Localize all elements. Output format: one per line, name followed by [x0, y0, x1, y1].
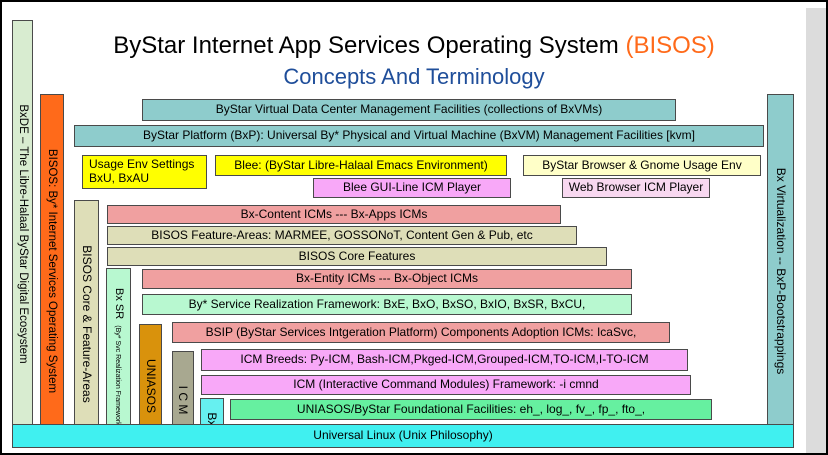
bx-virtualization-bar: Bx Virtualization -- BxP-Bootstrappings — [767, 94, 794, 448]
core-feature-areas-bar: BISOS Core & Feature-Areas — [74, 200, 99, 448]
bx-sr-title: Bx SR — [112, 287, 125, 320]
icm-framework-box: ICM (Interactive Command Modules) Framew… — [201, 375, 691, 395]
bisos-bar: BISOS: By* Internet Services Operating S… — [40, 94, 64, 448]
usage-env-line2: BxU, BxAU — [89, 171, 150, 185]
usage-env-line1: Usage Env Settings — [89, 157, 195, 172]
bx-entity-box: Bx-Entity ICMs --- Bx-Object ICMs — [142, 269, 632, 289]
title-main: ByStar Internet App Services Operating S… — [113, 32, 626, 59]
core-feature-areas-label: BISOS Core & Feature-Areas — [79, 245, 94, 403]
diagram-title: ByStar Internet App Services Operating S… — [2, 32, 826, 60]
page-shadow — [806, 8, 826, 453]
icm-breeds-box: ICM Breeds: Py-ICM, Bash-ICM,Pkged-ICM,G… — [201, 349, 688, 371]
blee-box: Blee: (ByStar Libre-Halaal Emacs Environ… — [215, 155, 507, 176]
bystar-platform-box: ByStar Platform (BxP): Universal By* Phy… — [74, 125, 764, 147]
web-browser-icm-box: Web Browser ICM Player — [562, 178, 710, 198]
uniasos-facilities-box: UNIASOS/ByStar Foundational Facilities: … — [230, 399, 712, 420]
universal-linux-box: Universal Linux (Unix Philosophy) — [12, 424, 794, 448]
service-realization-box: By* Service Realization Framework: BxE, … — [142, 294, 632, 315]
icm-label: I C M — [176, 385, 190, 414]
bsip-box: BSIP (ByStar Services Intgeration Platfo… — [172, 322, 670, 343]
virtual-data-center-box: ByStar Virtual Data Center Management Fa… — [142, 99, 676, 121]
bx-content-box: Bx-Content ICMs --- Bx-Apps ICMs — [107, 205, 561, 224]
usage-env-settings-box: Usage Env Settings BxU, BxAU — [82, 155, 207, 189]
title-accent: (BISOS) — [625, 32, 715, 59]
bx-sr-bar: Bx SR (By* Svc Realization Framework) — [106, 268, 131, 448]
core-features-box: BISOS Core Features — [107, 247, 607, 266]
blee-gui-box: Blee GUI-Line ICM Player — [313, 178, 511, 198]
bisos-label: BISOS: By* Internet Services Operating S… — [46, 148, 58, 394]
bxde-label: BxDE – The Libre-Halaal ByStar Digital E… — [16, 104, 29, 364]
feature-areas-box: BISOS Feature-Areas: MARMEE, GOSSONoT, C… — [107, 226, 577, 245]
bxde-bar: BxDE – The Libre-Halaal ByStar Digital E… — [12, 20, 33, 448]
bx-sr-subtitle: (By* Svc Realization Framework) — [113, 325, 121, 429]
diagram-subtitle: Concepts And Terminology — [283, 64, 545, 89]
uniasos-label: UNIASOS — [143, 358, 158, 414]
bx-sr-label: Bx SR (By* Svc Realization Framework) — [113, 288, 125, 428]
bx-virtualization-label: Bx Virtualization -- BxP-Bootstrappings — [773, 167, 788, 375]
browser-env-box: ByStar Browser & Gnome Usage Env — [523, 155, 761, 176]
